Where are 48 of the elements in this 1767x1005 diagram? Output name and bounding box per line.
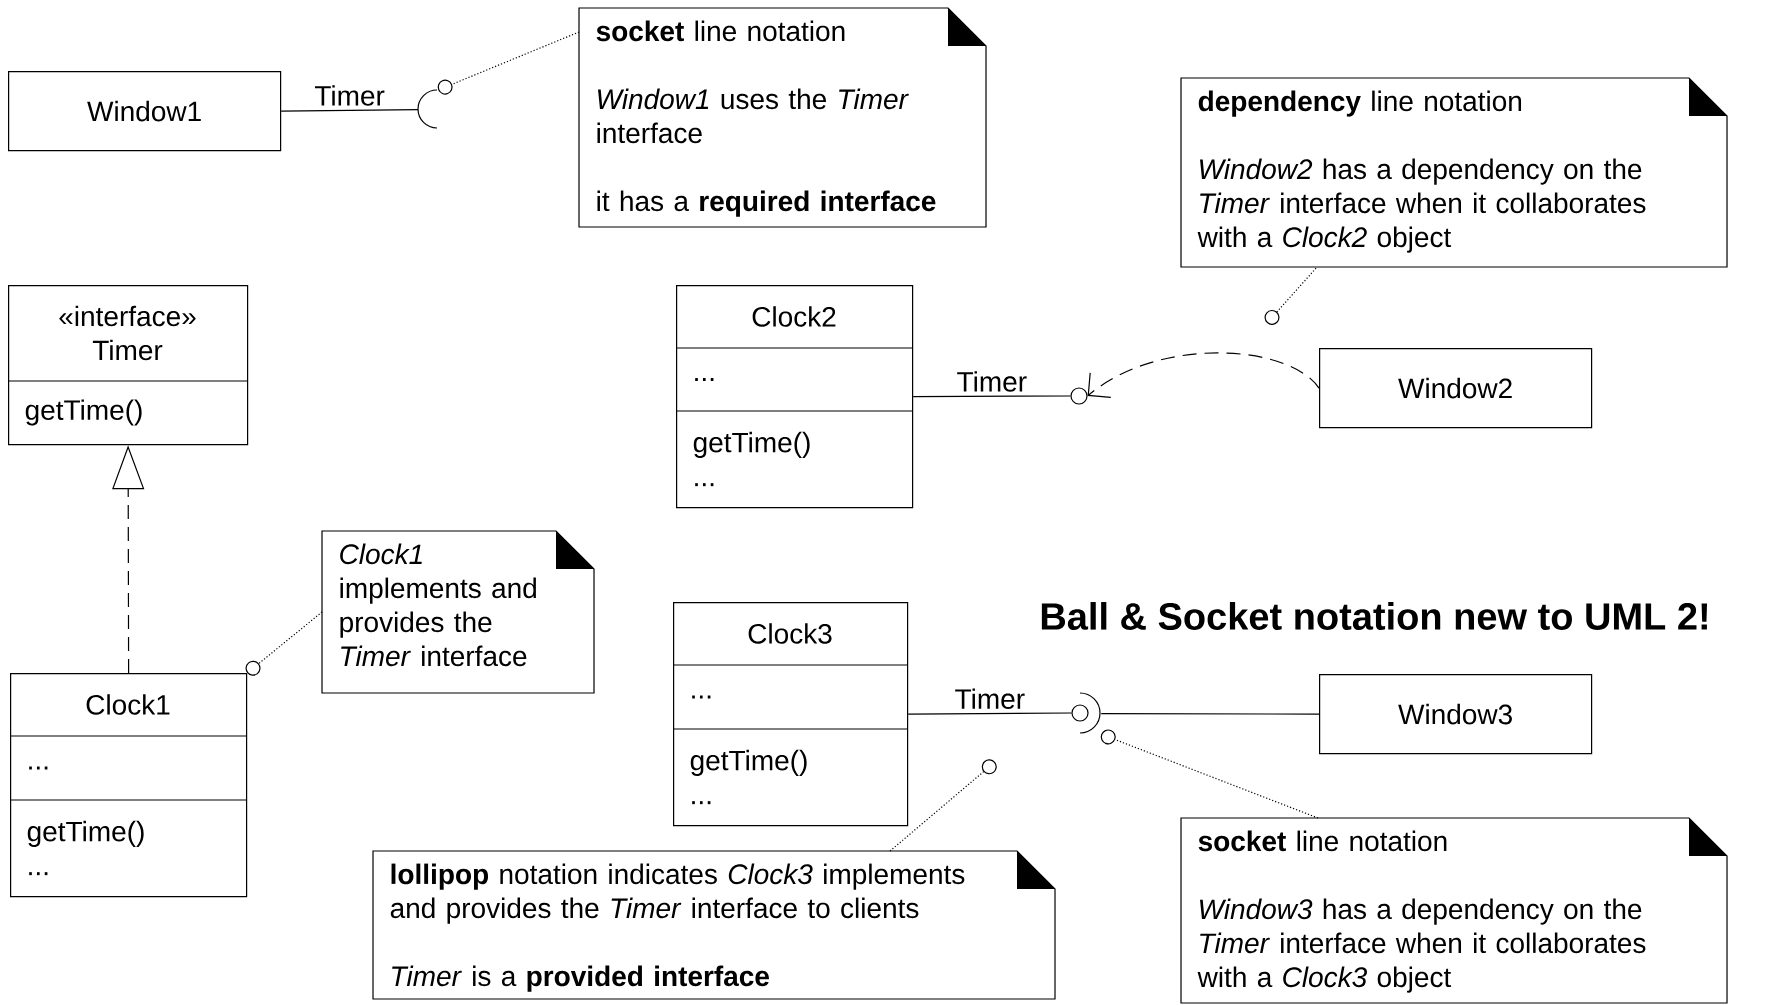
operation-list: getTime() ... [27,820,144,876]
edge-label: Timer [952,686,1028,711]
class-box [7,285,249,446]
leader-line [437,31,580,95]
class-name: Clock1 [86,694,170,715]
node-label: socket line notation [596,20,845,42]
class-name: «interface» Timer [59,305,196,361]
edge-label: Timer [312,83,387,108]
note-text: socket line notation Window3 has a dependency on the Timer interface when it collaborates with a Clock3 object [1197,830,1646,993]
operation-list: getTime() ... [690,749,807,805]
socket-symbol [417,89,438,129]
socket-symbol [1079,692,1101,734]
heading: Ball & Socket notation new to UML 2! [1041,602,1708,630]
class-box: Window3 [1319,674,1593,755]
note-text: lollipop notation indicates Clock3 implements and provides the Timer interface to clients Timer is a provided interface [390,863,965,992]
connector-line [280,109,419,112]
attribute-list: ... [29,766,48,770]
leader-line [245,611,323,676]
operation-list: getTime() [25,399,142,426]
connector-line [1100,713,1320,715]
class-box: Window1 [8,71,282,152]
note [1180,77,1728,268]
class-box [672,602,909,827]
ball-symbol [1071,704,1089,722]
operation-list: getTime() ... [693,431,810,487]
node-label: it has a required interface [597,190,936,217]
note [372,850,1056,1000]
note-text: socket line notation Window1 uses the Timer interface it has a required interface [596,20,936,217]
class-box [675,285,914,509]
class-box: Window2 [1319,348,1593,429]
note-text: dependency line notation Window2 has a dependency on the Timer interface when it collaborates with a Clock2 object [1197,90,1646,253]
attribute-list: ... [695,378,714,381]
leader-line [1264,267,1317,325]
note [1180,817,1728,1004]
edge-label: Timer [954,369,1030,394]
node-label: Window1 uses the Timer interface [597,88,909,144]
dependency-arrow [1087,352,1320,398]
attribute-list: ... [692,695,711,699]
note [321,530,595,694]
class-name: Clock2 [752,306,836,327]
leader-line [889,759,997,852]
connector-line [912,395,1071,398]
class-name: Clock3 [748,623,832,644]
class-box [9,673,248,898]
note-text: Clock1 implements and provides the Timer interface [340,543,536,667]
note [578,7,987,228]
ball-symbol [1070,387,1088,405]
connector-line [907,712,1072,715]
